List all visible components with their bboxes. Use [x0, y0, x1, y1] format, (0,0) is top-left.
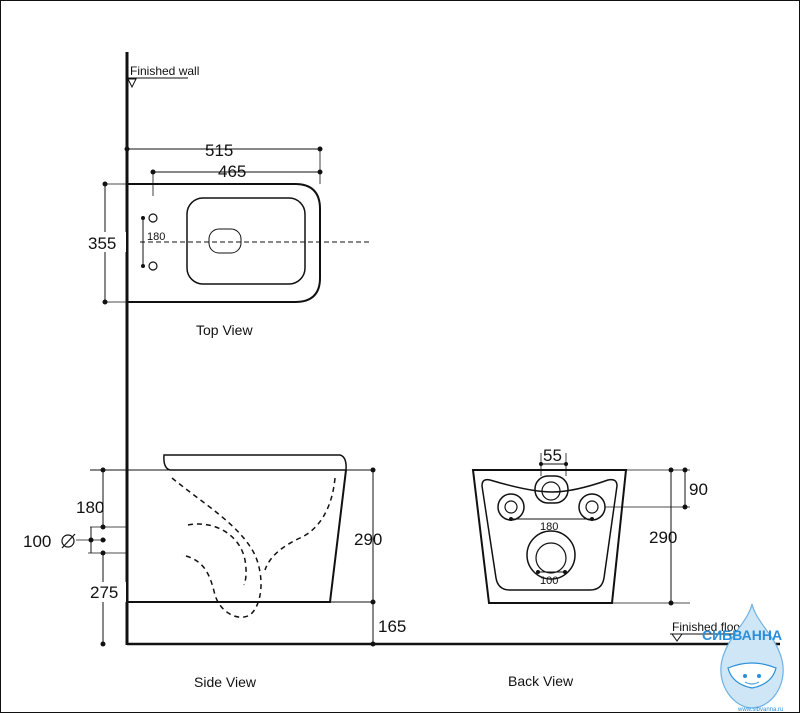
- top-view-bolt-hole-upper: [148, 213, 158, 223]
- back-view-caption: Back View: [508, 673, 574, 689]
- side-view-bolt-height: 180: [76, 498, 104, 517]
- finished-floor-label: Finished floor: [672, 620, 744, 634]
- back-view-inner-outline: [481, 478, 618, 591]
- top-view-bolt-hole-lower: [148, 261, 158, 271]
- side-view-total-height: 290: [354, 530, 382, 549]
- back-view-outlet: [526, 530, 576, 580]
- side-view-inlet-diameter: 100: [23, 532, 51, 551]
- top-view-body: [127, 183, 321, 303]
- back-view-flush-inlet: [534, 475, 569, 504]
- top-view: 180 515 465 355 Top View: [86, 141, 372, 338]
- top-view-bowl: [186, 197, 306, 285]
- back-view-total-height: 290: [649, 528, 677, 547]
- back-view-flush-diameter: 55: [543, 446, 562, 465]
- side-view-floor-gap: 165: [378, 617, 406, 636]
- back-view-bolt-right: [578, 493, 606, 521]
- back-view-flush-height: 90: [689, 480, 708, 499]
- diameter-symbol-icon: [61, 533, 76, 549]
- back-view-outlet-diameter: 100: [540, 575, 558, 587]
- side-view-trap-outer: [171, 477, 262, 618]
- top-view-caption: Top View: [196, 322, 253, 338]
- top-view-overall-width: 515: [205, 141, 233, 160]
- back-view-bolt-spacing: 180: [540, 521, 558, 533]
- side-view-body: [127, 469, 347, 603]
- top-view-depth: 355: [88, 234, 116, 253]
- brand-logo: СИБВАННА www.sibvanna.ru: [702, 603, 784, 713]
- side-view-seat: [163, 454, 347, 471]
- side-view-rim-inner: [264, 477, 336, 571]
- side-view: 180 100 275 290 165 Side View: [23, 454, 406, 690]
- side-view-outlet-height: 275: [90, 583, 118, 602]
- top-view-drain: [208, 228, 242, 254]
- finished-wall-label: Finished wall: [130, 64, 199, 78]
- finished-floor-marker: Finished floor: [670, 620, 744, 642]
- back-view-bolt-left: [497, 493, 525, 521]
- side-view-caption: Side View: [194, 674, 257, 690]
- brand-site: www.sibvanna.ru: [737, 707, 783, 713]
- side-view-trap-inner: [187, 523, 247, 586]
- back-view: 55 180 100 90 290 Back View: [471, 446, 708, 689]
- finished-wall-marker: Finished wall: [127, 64, 199, 89]
- top-view-bowl-width: 465: [218, 162, 246, 181]
- brand-name: СИБВАННА: [702, 627, 782, 643]
- top-view-bolt-spacing: 180: [147, 231, 165, 243]
